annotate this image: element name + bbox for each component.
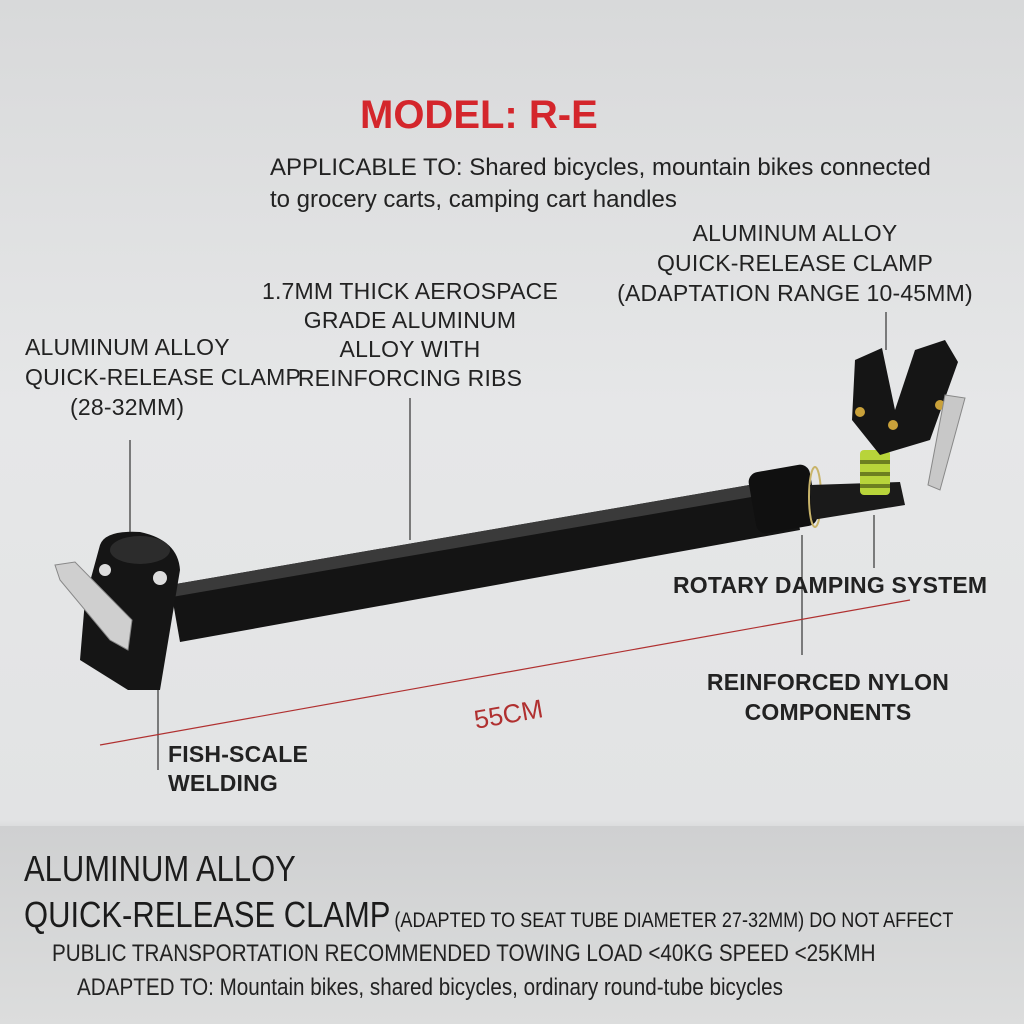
callout-line: ALLOY WITH [339,336,481,362]
callout-line: REINFORCING RIBS [297,365,523,391]
nylon-collar [748,464,818,534]
callout-line: GRADE ALUMINUM [303,307,517,333]
footer-title-2-row: QUICK-RELEASE CLAMP (ADAPTED TO SEAT TUB… [24,894,953,935]
callout-line: REINFORCED NYLON [706,669,950,695]
callout-line: 1.7MM THICK AEROSPACE [261,278,559,304]
dimension-line [99,599,911,746]
callout-line: ALUMINUM ALLOY [692,220,898,246]
footer-title-2: QUICK-RELEASE CLAMP [24,894,391,935]
footer-title-1: ALUMINUM ALLOY [24,848,296,889]
callout-line: QUICK-RELEASE CLAMP [25,364,302,390]
callout-rotary: ROTARY DAMPING SYSTEM [673,572,988,598]
right-clamp [852,340,958,455]
footer-line-4: ADAPTED TO: Mountain bikes, shared bicyc… [77,974,783,1001]
left-quick-release-lever [54,561,133,651]
callout-left-clamp: ALUMINUM ALLOY QUICK-RELEASE CLAMP (28-3… [10,332,310,422]
callout-line: (28-32MM) [70,394,185,420]
model-title: MODEL: R-E [360,93,598,137]
callout-line: QUICK-RELEASE CLAMP [656,250,934,276]
applicable-line-1: APPLICABLE TO: Shared bicycles, mountain… [270,154,931,181]
callout-tube: 1.7MM THICK AEROSPACE GRADE ALUMINUM ALL… [245,277,575,393]
leader-lines [129,312,887,770]
footer-line-3: PUBLIC TRANSPORTATION RECOMMENDED TOWING… [52,940,876,967]
footer-panel: ALUMINUM ALLOY QUICK-RELEASE CLAMP (ADAP… [0,826,1024,1024]
callout-nylon: REINFORCED NYLON COMPONENTS [700,667,956,727]
callout-right-clamp: ALUMINUM ALLOY QUICK-RELEASE CLAMP (ADAP… [600,218,990,308]
right-quick-release-lever [927,394,966,491]
applicable-line-2: to grocery carts, camping cart handles [270,186,677,213]
aluminum-tube [170,478,800,642]
callout-line: WELDING [168,770,278,796]
callout-line: ALUMINUM ALLOY [25,334,230,360]
callout-line: COMPONENTS [744,699,912,725]
callout-line: (ADAPTATION RANGE 10-45MM) [617,280,973,306]
applicable-to: APPLICABLE TO: Shared bicycles, mountain… [270,152,931,216]
footer-title-note: (ADAPTED TO SEAT TUBE DIAMETER 27-32MM) … [394,909,954,932]
callout-line: FISH-SCALE [168,741,308,767]
callout-welding: FISH-SCALE WELDING [168,740,308,798]
